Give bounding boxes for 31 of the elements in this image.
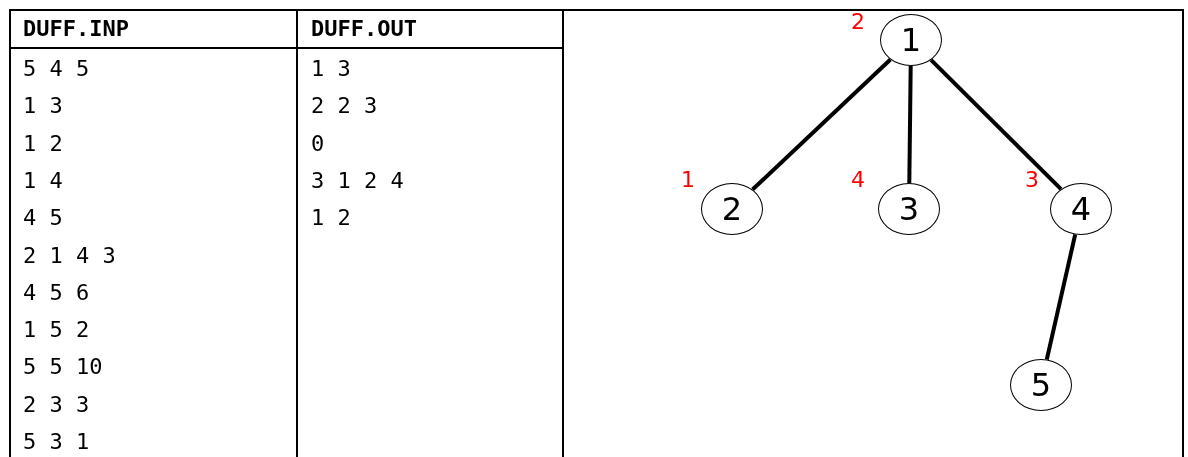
data-line: 1 3	[311, 56, 351, 82]
data-line: 4 5 6	[23, 279, 90, 306]
data-line: 3 1 2 4	[311, 167, 404, 194]
node-annotation: 1	[681, 168, 695, 192]
node-annotation: 4	[851, 168, 865, 192]
tree-node: 4	[1050, 183, 1112, 235]
data-line: 2 3 3	[23, 391, 90, 418]
data-line: 1 2	[23, 130, 63, 157]
column-header: DUFF.INP	[23, 16, 129, 42]
column-header: DUFF.OUT	[311, 16, 417, 42]
tree-edge	[1044, 234, 1078, 360]
data-line: 1 5 2	[23, 317, 90, 344]
data-line: 5 4 5	[23, 56, 90, 82]
data-line: 1 4	[23, 167, 63, 194]
data-line: 1 2	[311, 205, 351, 232]
node-annotation: 3	[1025, 168, 1039, 192]
tree-node: 1	[880, 14, 942, 66]
tree-node: 5	[1010, 359, 1072, 411]
tree-edge	[907, 65, 913, 184]
node-annotation: 2	[851, 10, 865, 34]
data-line: 5 5 10	[23, 354, 103, 381]
data-line: 1 3	[23, 93, 63, 120]
tree-node: 3	[878, 183, 940, 235]
tree-edge	[751, 58, 892, 191]
data-line: 2 1 4 3	[23, 242, 116, 269]
tree-edge	[929, 58, 1063, 191]
data-line: 4 5	[23, 205, 63, 232]
data-line: 5 3 1	[23, 429, 90, 455]
tree-node: 2	[701, 183, 763, 235]
data-line: 2 2 3	[311, 93, 378, 120]
data-line: 0	[311, 130, 325, 157]
